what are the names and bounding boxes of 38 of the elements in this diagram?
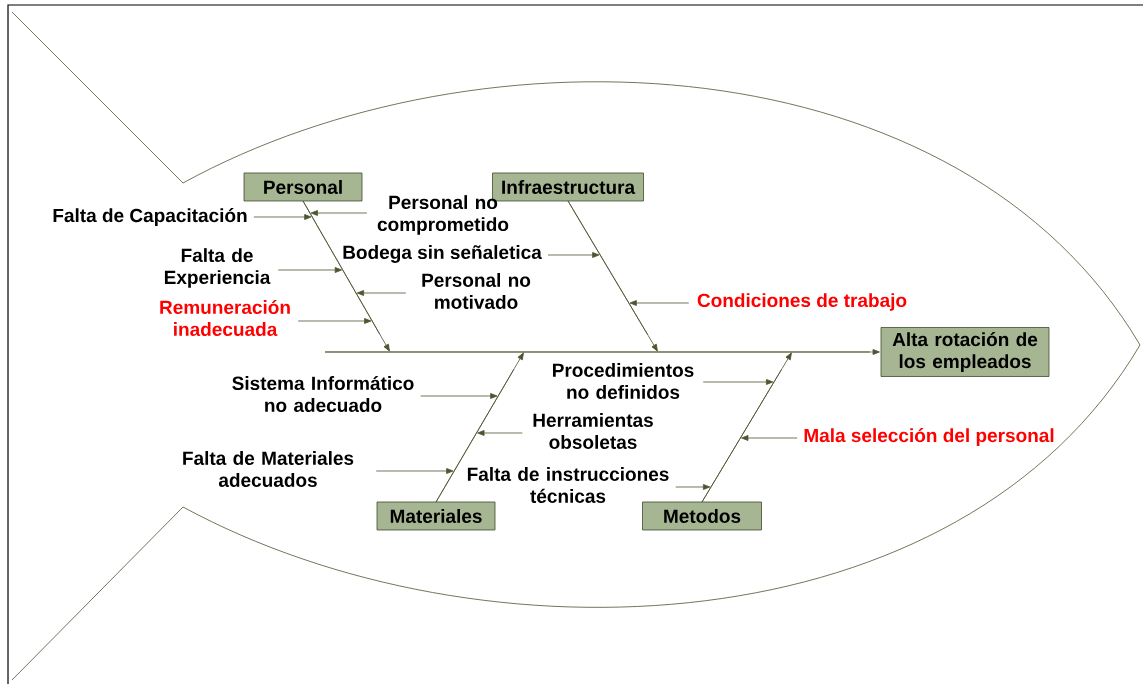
cause-label: Falta de Materiales adecuados bbox=[183, 451, 354, 487]
arrow bbox=[375, 468, 454, 474]
arrow bbox=[477, 430, 523, 436]
arrow bbox=[420, 393, 498, 399]
cause-label: Falta de Capacitación bbox=[53, 208, 247, 226]
arrow bbox=[513, 352, 524, 370]
spine-line bbox=[324, 351, 871, 353]
arrow bbox=[547, 252, 600, 258]
cause-label: Herramientas obsoletas bbox=[533, 413, 653, 449]
category-box: Materiales bbox=[376, 501, 496, 531]
arrow bbox=[379, 334, 390, 352]
arrow bbox=[277, 267, 342, 273]
arrow bbox=[675, 484, 711, 490]
arrow bbox=[741, 435, 798, 441]
arrow bbox=[629, 300, 690, 306]
arrow bbox=[253, 214, 312, 220]
cause-label: Remuneración inadecuada bbox=[160, 299, 290, 337]
arrow bbox=[310, 210, 368, 216]
category-box: Personal bbox=[243, 172, 363, 202]
arrow bbox=[781, 352, 792, 370]
bone-line bbox=[701, 368, 783, 503]
bone-line bbox=[435, 368, 515, 503]
cause-label: Condiciones de trabajo bbox=[697, 293, 907, 311]
category-box: Alta rotación de los empleados bbox=[880, 327, 1050, 377]
arrow bbox=[356, 290, 407, 296]
cause-label: Mala selección del personal bbox=[804, 428, 1054, 446]
arrow bbox=[702, 379, 774, 385]
cause-label: Personal no motivado bbox=[422, 273, 531, 309]
cause-label: Procedimientos no definidos bbox=[553, 363, 694, 399]
cause-label: Bodega sin señaletica bbox=[343, 245, 542, 263]
bone-line bbox=[567, 200, 649, 336]
arrow bbox=[297, 318, 372, 324]
cause-label: Falta de Experiencia bbox=[164, 248, 271, 288]
arrow bbox=[870, 349, 880, 355]
cause-label: Sistema Informático no adecuado bbox=[232, 375, 414, 413]
arrow bbox=[647, 334, 658, 352]
cause-label: Falta de instrucciones técnicas bbox=[467, 467, 669, 503]
category-box: Metodos bbox=[642, 501, 762, 531]
